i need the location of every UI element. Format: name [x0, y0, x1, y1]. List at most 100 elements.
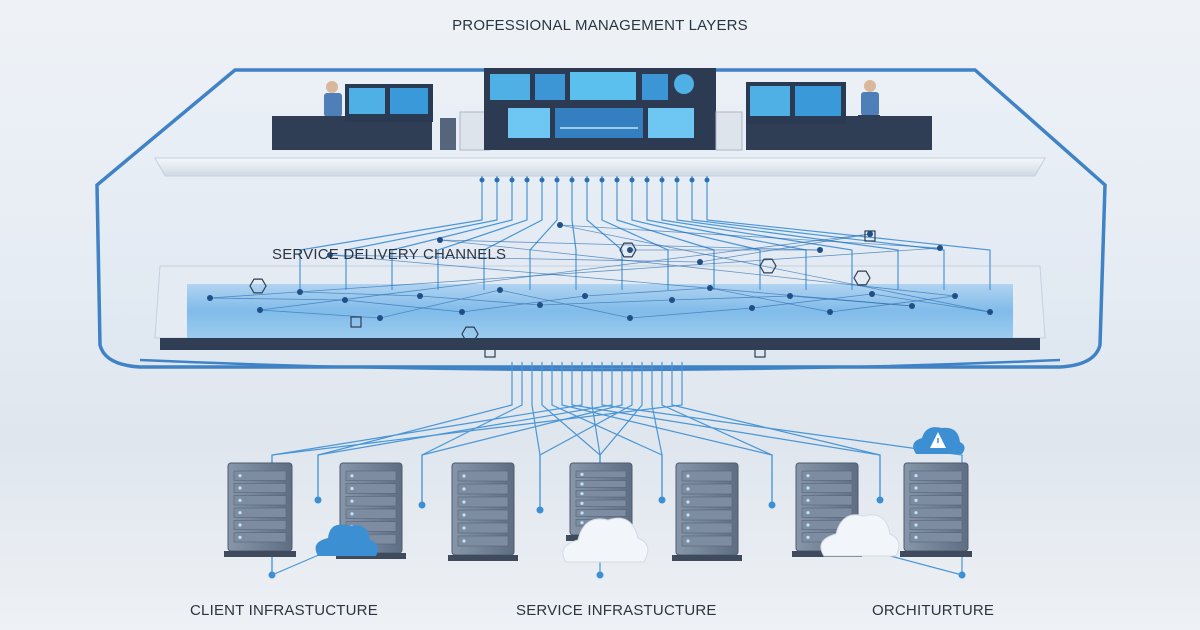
network-link	[699, 233, 871, 263]
client-infrastructure-label: CLIENT INFRASTUCTURE	[190, 602, 378, 619]
network-link	[461, 295, 586, 313]
management-layer-label: PROFESSIONAL MANAGEMENT LAYERS	[452, 17, 748, 34]
network-node	[869, 291, 875, 297]
connector-dot	[596, 571, 604, 579]
operator-figure-left	[322, 81, 344, 134]
service-delivery-label: SERVICE DELIVERY CHANNELS	[272, 246, 507, 263]
network-link	[709, 287, 831, 313]
network-node	[557, 222, 563, 228]
hexagon-node-icon	[461, 326, 479, 342]
connection-line	[299, 176, 483, 290]
connection-line	[691, 176, 945, 290]
network-node	[582, 293, 588, 299]
server-rack-icon	[224, 462, 296, 557]
hexagon-node-icon	[759, 258, 777, 274]
network-link	[671, 295, 791, 301]
connection-line	[391, 176, 513, 290]
network-node	[827, 309, 833, 315]
square-node-icon	[864, 230, 876, 242]
connector-dot	[539, 177, 545, 183]
connection-line	[539, 362, 633, 510]
network-node	[937, 245, 943, 251]
cloud-icon	[820, 514, 900, 557]
network-node	[537, 302, 543, 308]
connection-line	[601, 176, 669, 290]
network-node	[987, 309, 993, 315]
management-platform	[154, 157, 1046, 177]
connector-dot	[876, 496, 884, 504]
server-rack-icon	[792, 462, 862, 557]
infrastructure-connection-lines	[268, 362, 966, 579]
network-node	[787, 293, 793, 299]
network-node	[627, 315, 633, 321]
network-link	[559, 224, 941, 249]
cloud-icon	[315, 524, 378, 556]
connection-line	[651, 362, 663, 500]
network-link	[344, 299, 463, 313]
network-node	[497, 287, 503, 293]
connection-line	[421, 362, 623, 505]
network-link	[329, 254, 701, 263]
connection-line	[437, 176, 528, 290]
server-rack-icon	[448, 462, 518, 561]
connection-line	[671, 362, 881, 500]
operator-figure-right	[858, 80, 880, 133]
network-link	[209, 247, 941, 299]
connector-dot	[509, 177, 515, 183]
connector-dot	[704, 177, 710, 183]
connection-line	[676, 176, 899, 290]
connector-dot	[536, 506, 544, 514]
network-node	[749, 305, 755, 311]
connector-dot	[629, 177, 635, 183]
connection-line	[529, 176, 558, 290]
network-link	[439, 239, 956, 297]
network-node	[207, 295, 213, 301]
server-racks	[224, 462, 972, 561]
connector-dot	[569, 177, 575, 183]
connection-line	[631, 176, 761, 290]
cloud-icon	[562, 517, 649, 563]
server-rack-icon	[672, 462, 742, 561]
network-node	[257, 307, 263, 313]
operator-station-right	[715, 82, 932, 151]
square-node-icon	[484, 346, 496, 358]
connector-dot	[658, 496, 666, 504]
connector-dot	[768, 501, 776, 509]
network-link	[584, 287, 711, 297]
connection-line	[345, 176, 498, 290]
network-node	[669, 297, 675, 303]
hexagon-node-icon	[853, 270, 871, 286]
network-node	[707, 285, 713, 291]
network-node	[377, 315, 383, 321]
network-node	[327, 252, 333, 258]
network-link	[209, 297, 346, 301]
connector-dot	[614, 177, 620, 183]
network-node	[342, 297, 348, 303]
connector-dot	[674, 177, 680, 183]
connection-line	[483, 176, 543, 290]
hexagon-node-icon	[619, 242, 637, 258]
connector-dot	[689, 177, 695, 183]
network-node	[437, 237, 443, 243]
network-link	[629, 307, 753, 319]
connection-line	[571, 176, 577, 290]
network-link	[751, 293, 873, 309]
network-node	[952, 293, 958, 299]
network-link	[871, 293, 991, 313]
deck-base	[160, 338, 1040, 350]
orchestration-label: ORCHITURTURE	[872, 602, 995, 619]
connector-dot	[599, 177, 605, 183]
shell-inner-line	[139, 358, 1061, 372]
connector-dot	[659, 177, 665, 183]
service-network-graph	[207, 222, 993, 358]
connection-line	[661, 176, 853, 290]
connection-line	[661, 362, 773, 505]
network-link	[419, 295, 541, 306]
connector-dot	[524, 177, 530, 183]
network-node	[417, 293, 423, 299]
network-link	[539, 299, 673, 306]
network-node	[697, 259, 703, 265]
square-node-icon	[754, 346, 766, 358]
connector-dot	[494, 177, 500, 183]
central-console	[484, 68, 716, 150]
